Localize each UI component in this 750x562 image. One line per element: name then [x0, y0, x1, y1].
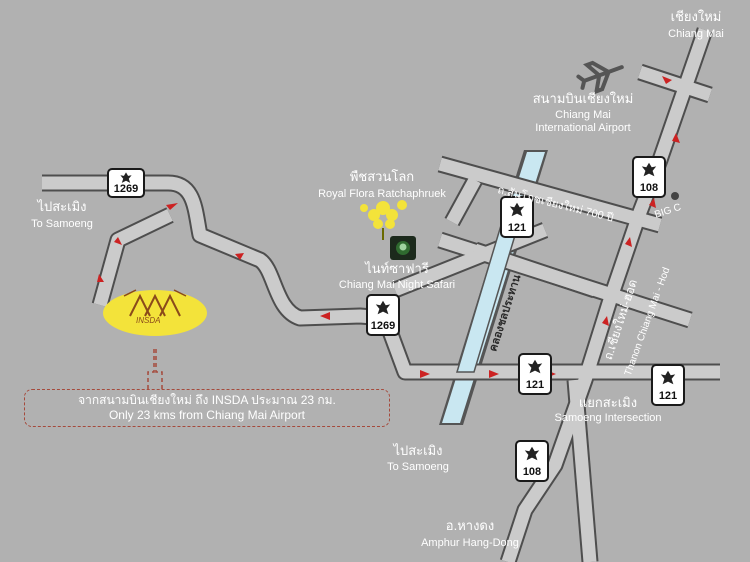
garuda-emblem-icon	[660, 370, 676, 385]
samoeng-left-label-th: ไปสะเมิง	[37, 199, 87, 214]
airport-label-en-1: Chiang Mai	[555, 109, 611, 121]
route-number: 108	[639, 182, 659, 194]
intersection-label-en: Samoeng Intersection	[554, 412, 662, 424]
hangdong-label-en: Amphur Hang-Dong	[421, 537, 519, 549]
route-number: 1269	[370, 320, 396, 332]
samoeng-left-label-en: To Samoeng	[31, 218, 93, 230]
route-number: 121	[525, 379, 545, 391]
route-121-shield-top: 121	[500, 196, 534, 238]
route-1269-shield-left: 1269	[107, 168, 145, 198]
insda-destination	[103, 289, 207, 336]
garuda-emblem-icon	[509, 202, 525, 217]
flower-icon	[360, 200, 407, 240]
samoeng-bottom-label-th: ไปสะเมิง	[393, 443, 443, 458]
route-108-shield-top: 108	[632, 156, 666, 198]
garuda-emblem-icon	[527, 359, 543, 374]
route-number: 108	[522, 466, 542, 478]
route-1269-shield-mid: 1269	[366, 294, 400, 336]
airport-label-th: สนามบินเชียงใหม่	[532, 91, 634, 106]
flora-label-en: Royal Flora Ratchaphruek	[318, 188, 446, 200]
insda-logo-text: INSDA	[136, 316, 161, 325]
safari-icon	[390, 236, 416, 260]
callout-pointer	[147, 346, 163, 389]
callout-line-th: จากสนามบินเชียงใหม่ ถึง INSDA ประมาณ 23 …	[78, 393, 336, 407]
samoeng-bottom-label-en: To Samoeng	[387, 461, 449, 473]
chiangmai-label-en: Chiang Mai	[668, 28, 724, 40]
bigc-marker	[671, 192, 679, 200]
safari-label-en: Chiang Mai Night Safari	[338, 279, 456, 291]
callout-line-en: Only 23 kms from Chiang Mai Airport	[108, 408, 306, 422]
route-121-shield-mid: 121	[518, 353, 552, 395]
safari-label-th: ไนท์ซาฟารี	[365, 261, 429, 276]
route-number: 1269	[113, 183, 139, 195]
garuda-emblem-icon	[375, 300, 391, 315]
airplane-icon	[576, 60, 624, 95]
route-number: 121	[658, 390, 678, 402]
airport-label-en-2: International Airport	[535, 122, 631, 134]
distance-callout: จากสนามบินเชียงใหม่ ถึง INSDA ประมาณ 23 …	[24, 389, 390, 427]
garuda-emblem-icon	[120, 172, 132, 183]
chiangmai-label-th: เชียงใหม่	[670, 9, 722, 24]
flora-label-th: พืชสวนโลก	[349, 169, 415, 184]
garuda-emblem-icon	[641, 162, 657, 177]
route-number: 121	[507, 222, 527, 234]
route-108-shield-bottom: 108	[515, 440, 549, 482]
hangdong-label-th: อ.หางดง	[445, 518, 495, 533]
intersection-label-th: แยกสะเมิง	[578, 395, 638, 410]
garuda-emblem-icon	[524, 446, 540, 461]
route-121-shield-right: 121	[651, 364, 685, 406]
